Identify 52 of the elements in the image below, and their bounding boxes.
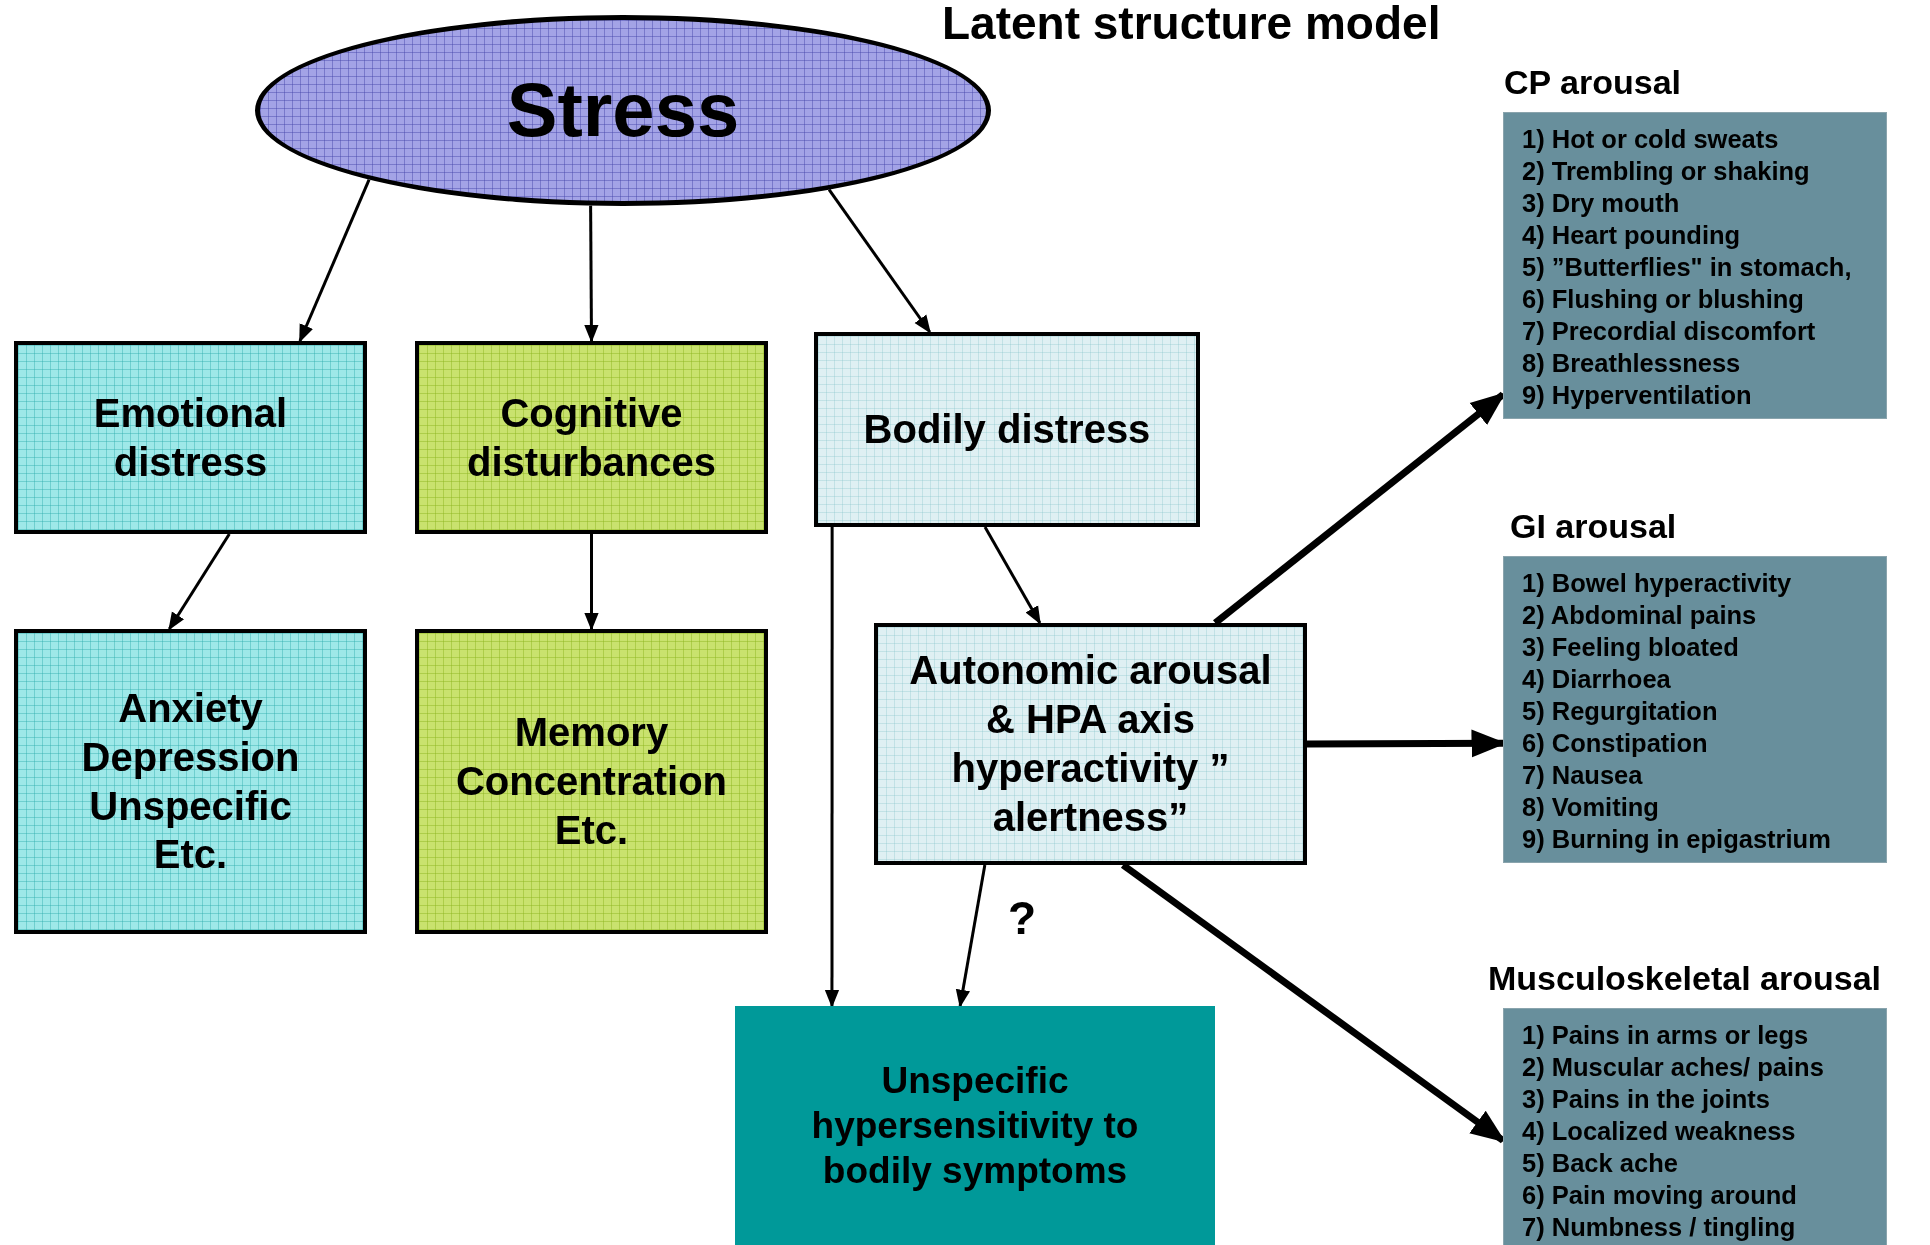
symptom-item: 8) Vomiting: [1522, 792, 1660, 823]
arrow: [824, 527, 840, 1008]
symptom-item: 6) Constipation: [1522, 728, 1709, 759]
arrow: [584, 534, 599, 631]
node-text: Stress: [506, 66, 740, 155]
concept-box: [14, 629, 367, 934]
node-text: Bodily distress: [863, 406, 1151, 454]
symptom-item: 2) Abdominal pains: [1522, 600, 1758, 631]
concept-box: [735, 1006, 1215, 1245]
symptom-item: 6) Pain moving around: [1522, 1180, 1798, 1211]
symptom-item: 8) Breathlessness: [1522, 348, 1742, 379]
symptom-item: 1) Pains in arms or legs: [1522, 1020, 1810, 1051]
diagram-title: Latent structure model: [942, 0, 1441, 50]
symptom-item: 9) Hyperventilation: [1522, 380, 1753, 411]
list-heading: Musculoskeletal arousal: [1488, 959, 1882, 998]
arrow: [955, 864, 987, 1008]
node-text: Unspecific hypersensitivity to bodily symptoms: [810, 1058, 1140, 1194]
arrow: [983, 526, 1042, 625]
arrow: [298, 179, 371, 343]
node-text: Memory Concentration Etc.: [454, 709, 729, 854]
symptom-item: 7) Precordial discomfort: [1522, 316, 1817, 347]
symptom-item: 3) Feeling bloated: [1522, 632, 1740, 663]
concept-box: [415, 629, 768, 934]
list-heading: GI arousal: [1510, 507, 1677, 546]
arrow: [827, 188, 932, 334]
concept-box: [874, 623, 1307, 865]
node-text: Cognitive disturbances: [466, 389, 717, 486]
symptom-item: 3) Pains in the joints: [1522, 1084, 1771, 1115]
concept-box: [415, 341, 768, 534]
symptom-item: 7) Nausea: [1522, 760, 1644, 791]
node-text: Autonomic arousal & HPA axis hyperactivity ” alertness”: [908, 647, 1273, 841]
symptom-item: 5) Regurgitation: [1522, 696, 1719, 727]
symptom-item: 9) Burning in epigastrium: [1522, 824, 1832, 855]
symptom-item: 4) Heart pounding: [1522, 220, 1742, 251]
node-text: Anxiety Depression Unspecific Etc.: [80, 684, 301, 879]
symptom-item: 5) Back ache: [1522, 1148, 1679, 1179]
symptom-item: 3) Dry mouth: [1522, 188, 1681, 219]
concept-box: [14, 341, 367, 534]
symptom-item: 1) Hot or cold sweats: [1522, 124, 1780, 155]
node-text: Emotional distress: [92, 389, 289, 486]
list-heading: CP arousal: [1504, 63, 1681, 102]
symptom-item: 7) Numbness / tingling: [1522, 1212, 1797, 1243]
symptom-item: 4) Localized weakness: [1522, 1116, 1797, 1147]
symptom-item: 2) Muscular aches/ pains: [1522, 1052, 1825, 1083]
symptom-item: 1) Bowel hyperactivity: [1522, 568, 1793, 599]
symptom-item: 4) Diarrhoea: [1522, 664, 1672, 695]
arrow: [584, 205, 599, 343]
symptom-item: 2) Trembling or shaking: [1522, 156, 1811, 187]
concept-box: [814, 332, 1200, 527]
symptom-item: 6) Flushing or blushing: [1522, 284, 1805, 315]
symptom-item: 5) ”Butterflies" in stomach,: [1522, 252, 1853, 283]
arrow: [168, 533, 231, 631]
